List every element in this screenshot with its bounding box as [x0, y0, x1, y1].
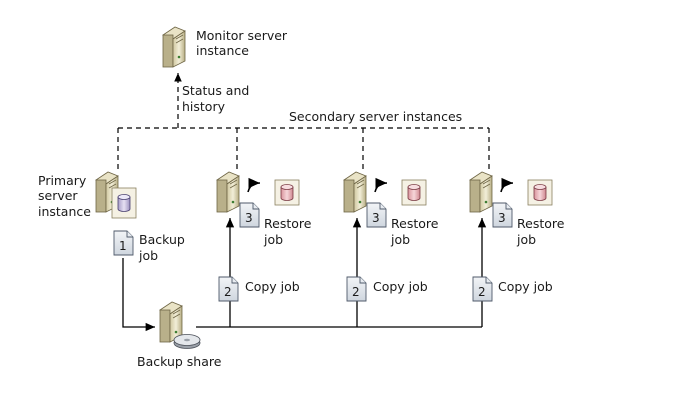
copy-job-label: Copy job	[245, 279, 300, 294]
copy-job-number: 2	[352, 285, 360, 299]
connection-lines	[117, 73, 490, 332]
copy-job-number: 2	[478, 285, 486, 299]
backup-share: Backup share	[137, 301, 222, 369]
server-icon	[162, 26, 186, 68]
primary-label-line1: Primary	[38, 173, 87, 188]
server-icon	[343, 171, 367, 213]
status-label-line2: history	[182, 99, 226, 114]
secondary-server-2: 3 Restore job 2 Copy job	[343, 171, 439, 302]
database-icon	[111, 187, 137, 219]
database-icon	[274, 179, 300, 206]
server-icon	[469, 171, 493, 213]
monitor-server: Monitor server instance	[162, 26, 288, 68]
restore-job-label-line1: Restore	[264, 216, 312, 231]
restore-job-label-line2: job	[263, 232, 283, 247]
backup-job: 1 Backup job	[113, 230, 185, 263]
secondary-servers-title: Secondary server instances	[289, 109, 462, 124]
curved-arrow-icon	[501, 183, 513, 192]
primary-label-line3: instance	[38, 204, 91, 219]
restore-job-number: 3	[245, 211, 253, 225]
primary-server: Primary server instance	[38, 171, 137, 219]
restore-job-label-line2: job	[516, 232, 536, 247]
curved-arrow-icon	[248, 183, 260, 192]
backup-job-label-line2: job	[138, 248, 158, 263]
monitor-label-line1: Monitor server	[196, 28, 288, 43]
server-icon	[216, 171, 240, 213]
disk-icon	[173, 334, 201, 349]
monitor-label-line2: instance	[196, 43, 249, 58]
copy-job-number: 2	[224, 285, 232, 299]
status-label-line1: Status and	[182, 83, 249, 98]
copy-job-label: Copy job	[498, 279, 553, 294]
secondary-server-1: 3 Restore job 2 Copy job	[216, 171, 312, 302]
restore-job-label-line1: Restore	[391, 216, 439, 231]
database-icon	[401, 179, 427, 206]
restore-job-label-line2: job	[390, 232, 410, 247]
copy-job-label: Copy job	[373, 279, 428, 294]
backup-job-label-line1: Backup	[139, 232, 185, 247]
curved-arrow-icon	[375, 183, 387, 192]
restore-job-number: 3	[372, 211, 380, 225]
restore-job-label-line1: Restore	[517, 216, 565, 231]
database-icon	[527, 179, 553, 206]
primary-label-line2: server	[38, 188, 78, 203]
restore-job-number: 3	[498, 211, 506, 225]
backup-arrow	[122, 258, 155, 332]
backup-share-label: Backup share	[137, 354, 222, 369]
backup-job-number: 1	[119, 239, 127, 253]
secondary-server-3: 3 Restore job 2 Copy job	[469, 171, 565, 302]
